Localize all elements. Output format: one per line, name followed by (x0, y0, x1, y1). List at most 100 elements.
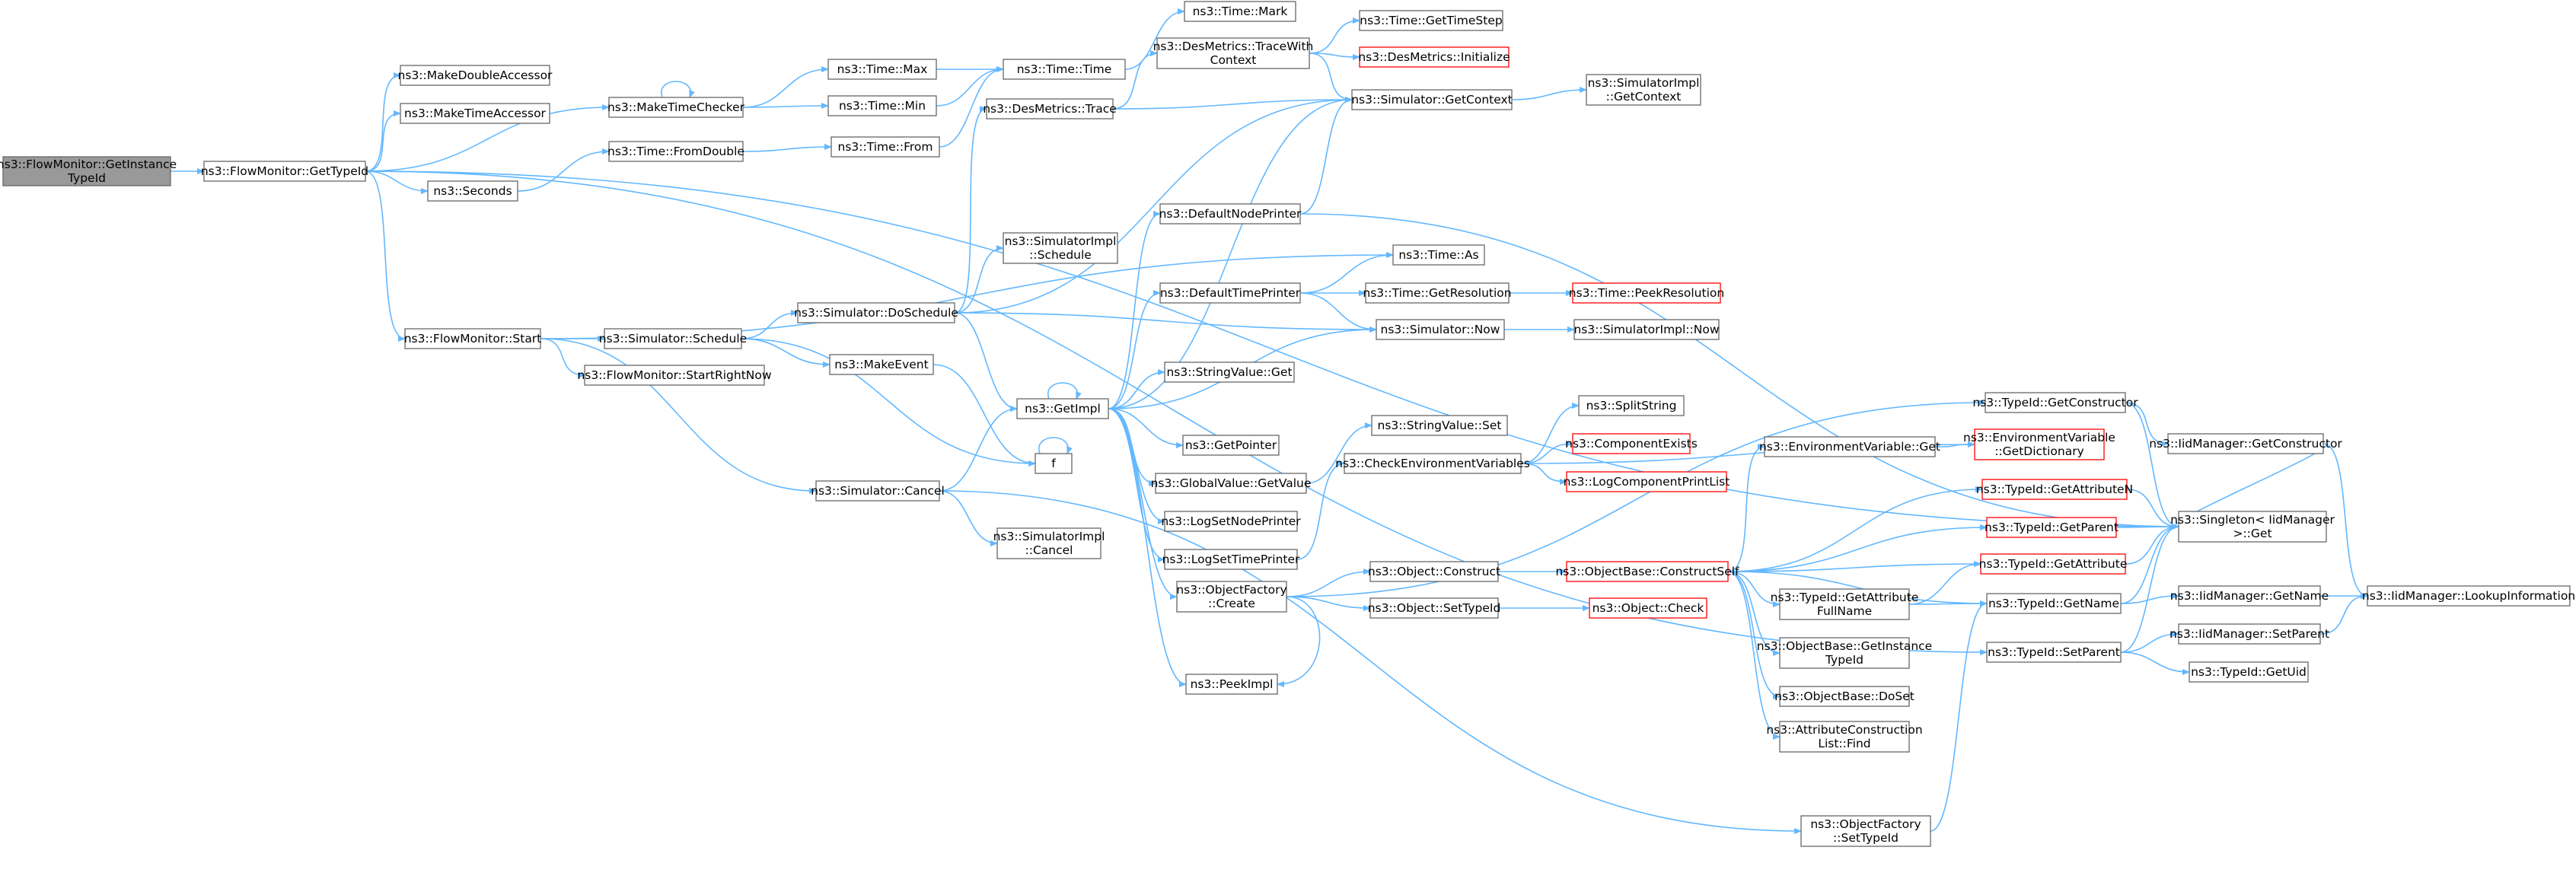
node-n24[interactable]: ns3::DefaultTimePrinter (1159, 282, 1301, 304)
edge-n23-to-n19 (954, 245, 1004, 314)
node-n42[interactable]: ns3::SimulatorImpl::Cancel (993, 527, 1105, 559)
node-n15[interactable]: ns3::Seconds (427, 180, 518, 202)
edge-n9-to-n10 (1309, 18, 1360, 54)
node-n36-label-0: ns3::SplitString (1586, 399, 1677, 412)
node-n64-box (1986, 642, 2122, 663)
node-n30[interactable]: ns3::MakeEvent (829, 354, 934, 375)
node-n0-label-1: TypeId (67, 171, 106, 185)
node-n47-box (1369, 597, 1499, 619)
node-n32[interactable]: ns3::GetImpl (1016, 398, 1109, 419)
node-n56[interactable]: ns3::TypeId::GetParent (1985, 517, 2119, 538)
node-n50[interactable]: ns3::PeekImpl (1185, 674, 1278, 695)
node-n12-box (1351, 89, 1513, 110)
node-n62-box (2367, 585, 2571, 607)
node-n52[interactable]: ns3::EnvironmentVariable::GetDictionary (1963, 428, 2115, 460)
node-n36[interactable]: ns3::SplitString (1578, 395, 1685, 416)
node-n18[interactable]: ns3::DefaultNodePrinter (1159, 203, 1302, 225)
node-n2-box (400, 65, 550, 86)
node-n38-box (1566, 471, 1727, 492)
node-n16[interactable]: ns3::Time::FromDouble (607, 141, 744, 162)
node-n21[interactable]: ns3::FlowMonitor::Start (404, 328, 542, 349)
node-n59-label-0: ns3::TypeId::GetAttribute (1771, 591, 1919, 604)
node-n62[interactable]: ns3::IidManager::LookupInformation (2362, 585, 2575, 607)
node-n65[interactable]: ns3::IidManager::SetParent (2170, 623, 2329, 645)
node-n46-box (1369, 561, 1499, 582)
edge-n18-to-n12 (1299, 97, 1353, 215)
node-n61[interactable]: ns3::IidManager::GetName (2170, 585, 2329, 607)
node-n48[interactable]: ns3::ObjectBase::ConstructSelf (1555, 561, 1739, 582)
node-n12[interactable]: ns3::Simulator::GetContext (1351, 89, 1513, 110)
node-n34[interactable]: ns3::GetPointer (1182, 435, 1280, 456)
node-n8[interactable]: ns3::Time::Mark (1184, 1, 1296, 22)
node-n25[interactable]: ns3::Time::GetResolution (1363, 282, 1512, 304)
node-n39[interactable]: ns3::CheckEnvironmentVariables (1335, 453, 1530, 474)
node-n49[interactable]: ns3::Object::Check (1589, 597, 1707, 619)
node-n27[interactable]: ns3::Simulator::Now (1376, 319, 1505, 340)
node-n45-box (1176, 581, 1287, 613)
node-n19-label-1: ::Schedule (1029, 248, 1092, 262)
node-n5[interactable]: ns3::Time::Max (827, 59, 937, 80)
node-n27-label-0: ns3::Simulator::Now (1381, 323, 1500, 336)
node-n20[interactable]: ns3::Time::As (1392, 244, 1485, 266)
node-n69[interactable]: ns3::ObjectFactory::SetTypeId (1800, 815, 1931, 847)
node-n13[interactable]: ns3::SimulatorImpl::GetContext (1586, 74, 1701, 106)
node-n57-box (2178, 511, 2327, 543)
node-n19[interactable]: ns3::SimulatorImpl::Schedule (1003, 232, 1118, 264)
node-n45[interactable]: ns3::ObjectFactory::Create (1176, 581, 1287, 613)
node-n23[interactable]: ns3::Simulator::DoSchedule (794, 302, 958, 323)
edge-n16-to-n17 (742, 144, 832, 152)
node-n66[interactable]: ns3::TypeId::GetUid (2189, 661, 2309, 683)
node-n47[interactable]: ns3::Object::SetTypeId (1368, 597, 1501, 619)
node-n40-label-0: ns3::GlobalValue::GetValue (1151, 476, 1312, 490)
node-n66-label-0: ns3::TypeId::GetUid (2191, 665, 2307, 679)
node-n41[interactable]: ns3::Simulator::Cancel (811, 480, 945, 502)
node-n46[interactable]: ns3::Object::Construct (1368, 561, 1500, 582)
node-n1[interactable]: ns3::FlowMonitor::GetTypeId (201, 161, 368, 182)
node-n17[interactable]: ns3::Time::From (831, 136, 940, 158)
node-n67[interactable]: ns3::ObjectBase::DoSet (1774, 686, 1914, 707)
node-n22[interactable]: ns3::Simulator::Schedule (599, 328, 747, 349)
node-n58[interactable]: ns3::TypeId::GetAttribute (1979, 553, 2128, 575)
node-n44[interactable]: ns3::LogSetTimePrinter (1162, 549, 1300, 570)
node-n26[interactable]: ns3::Time::PeekResolution (1569, 282, 1724, 304)
node-n14[interactable]: ns3::DesMetrics::Trace (983, 98, 1117, 119)
node-n7[interactable]: ns3::Time::Time (1003, 59, 1126, 80)
node-n63-label-1: TypeId (1825, 653, 1863, 667)
node-n10[interactable]: ns3::Time::GetTimeStep (1359, 10, 1503, 31)
node-n29[interactable]: ns3::FlowMonitor::StartRightNow (577, 365, 772, 386)
node-n35[interactable]: ns3::StringValue::Set (1371, 415, 1508, 436)
node-n37[interactable]: ns3::ComponentExists (1565, 433, 1698, 454)
node-n33[interactable]: f (1035, 453, 1073, 474)
node-n38[interactable]: ns3::LogComponentPrintList (1564, 471, 1730, 492)
node-n4[interactable]: ns3::MakeTimeChecker (607, 97, 745, 118)
node-n3[interactable]: ns3::MakeTimeAccessor (400, 103, 550, 124)
edge-n32-to-n12 (1108, 97, 1353, 409)
node-n11[interactable]: ns3::DesMetrics::Initialize (1358, 46, 1510, 68)
node-n28[interactable]: ns3::SimulatorImpl::Now (1573, 319, 1720, 340)
edge-n24-to-n27 (1299, 292, 1377, 333)
node-n43[interactable]: ns3::LogSetNodePrinter (1161, 511, 1301, 532)
node-n53[interactable]: ns3::TypeId::GetConstructor (1972, 392, 2138, 413)
node-n20-box (1392, 244, 1485, 266)
node-n31[interactable]: ns3::StringValue::Get (1164, 362, 1295, 383)
edge-n39-to-n38 (1520, 463, 1567, 485)
node-n64[interactable]: ns3::TypeId::SetParent (1986, 642, 2122, 663)
node-n2[interactable]: ns3::MakeDoubleAccessor (398, 65, 553, 86)
node-n51[interactable]: ns3::EnvironmentVariable::Get (1759, 436, 1940, 457)
node-n55[interactable]: ns3::TypeId::GetAttributeN (1976, 479, 2133, 500)
node-n6[interactable]: ns3::Time::Min (827, 95, 937, 116)
node-n60[interactable]: ns3::TypeId::GetName (1986, 593, 2122, 614)
node-n28-label-0: ns3::SimulatorImpl::Now (1573, 323, 1719, 336)
edge-n64-to-n65 (2120, 631, 2179, 653)
node-n40[interactable]: ns3::GlobalValue::GetValue (1151, 473, 1312, 494)
node-n52-box (1974, 428, 2105, 460)
node-n54[interactable]: ns3::IidManager::GetConstructor (2149, 433, 2342, 454)
node-n57[interactable]: ns3::Singleton< IidManager >::Get (2170, 511, 2335, 543)
node-n51-label-0: ns3::EnvironmentVariable::Get (1759, 440, 1940, 454)
node-n65-box (2178, 623, 2321, 645)
